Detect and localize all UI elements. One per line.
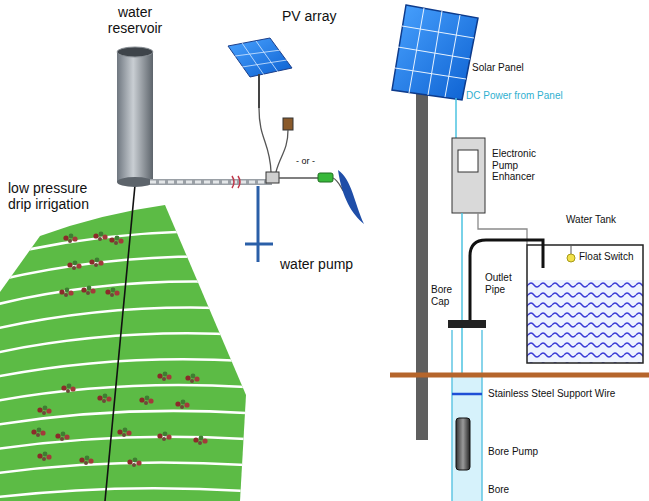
- valve-symbol: [232, 176, 240, 188]
- pipe-core: [150, 181, 272, 184]
- plant: [185, 374, 199, 383]
- plant: [59, 288, 73, 297]
- label: Electronic Pump Enhancer: [492, 148, 548, 183]
- panel-grid: [395, 8, 474, 97]
- plant: [117, 428, 131, 437]
- plant: [175, 400, 189, 409]
- drip-line: [105, 185, 135, 501]
- solar-panel: [392, 5, 478, 100]
- plant: [109, 236, 123, 245]
- pv-panel: [228, 38, 292, 77]
- plant: [139, 396, 153, 405]
- terrace-line: [0, 333, 260, 354]
- plant: [37, 452, 51, 461]
- plant: [79, 456, 93, 465]
- plant: [157, 372, 171, 381]
- enhancer-window: [458, 150, 478, 172]
- dc-wire: [455, 98, 457, 138]
- label: PV array: [282, 8, 336, 24]
- plant: [61, 384, 75, 393]
- plant: [67, 261, 81, 270]
- pump-enhancer-box: [452, 138, 485, 213]
- field: [0, 205, 246, 501]
- panel-pole: [416, 90, 428, 440]
- plant: [81, 286, 95, 295]
- water: [527, 280, 643, 363]
- plant: [193, 436, 207, 445]
- label: Solar Panel: [472, 62, 524, 74]
- bore-water: [452, 375, 482, 501]
- generator-symbol: [318, 173, 333, 182]
- bore-cap: [448, 320, 486, 328]
- bore-pump: [456, 418, 470, 470]
- terrace-line: [0, 411, 260, 426]
- label: Bore Cap: [431, 284, 453, 307]
- wire: [259, 108, 271, 172]
- terrace-line: [0, 308, 260, 331]
- label: Bore Pump: [488, 446, 538, 458]
- water-waves: [527, 280, 643, 363]
- pump-pipe: [257, 186, 260, 262]
- label: Outlet Pipe: [485, 272, 525, 295]
- plant: [127, 458, 141, 467]
- wire: [279, 177, 318, 178]
- ground-line: [390, 373, 649, 378]
- terrace-line: [0, 282, 260, 306]
- plant: [63, 234, 77, 243]
- plant: [89, 258, 103, 267]
- plant: [55, 432, 69, 441]
- pipe: [150, 179, 272, 185]
- reservoir-bottom: [117, 177, 153, 187]
- float-rod: [571, 245, 572, 254]
- label: Bore: [488, 484, 509, 496]
- plant: [105, 288, 119, 297]
- label: water reservoir: [103, 4, 167, 36]
- reservoir-body: [117, 52, 153, 182]
- turbine-blade: [338, 170, 364, 224]
- plant: [93, 232, 107, 241]
- reservoir-top: [117, 47, 153, 57]
- label: - or -: [296, 156, 315, 166]
- label: water pump: [280, 256, 353, 272]
- battery-symbol: [283, 118, 293, 130]
- float-switch: [567, 254, 575, 262]
- plant: [157, 432, 171, 441]
- terrace-line: [0, 359, 260, 378]
- terrace-lines: [0, 231, 260, 498]
- terrace-line: [0, 256, 260, 282]
- wire: [276, 130, 288, 172]
- pv-grid: [235, 41, 287, 75]
- label: Float Switch: [579, 251, 633, 263]
- label: low pressure drip irrigation: [8, 180, 108, 212]
- controller-box: [266, 172, 279, 183]
- label: DC Power from Panel: [466, 90, 563, 102]
- plant: [97, 394, 111, 403]
- support-wire: [452, 393, 482, 396]
- pv-pole: [258, 74, 260, 108]
- plant: [37, 406, 51, 415]
- terrace-line: [0, 488, 260, 498]
- bore-casing: [452, 330, 482, 501]
- terrace-line: [0, 385, 260, 402]
- label: Water Tank: [566, 214, 616, 226]
- terrace-line: [0, 437, 260, 450]
- label: Stainless Steel Support Wire: [488, 388, 615, 400]
- plant: [31, 428, 45, 437]
- pump-bar: [245, 243, 273, 246]
- outlet-pipe: [470, 240, 543, 322]
